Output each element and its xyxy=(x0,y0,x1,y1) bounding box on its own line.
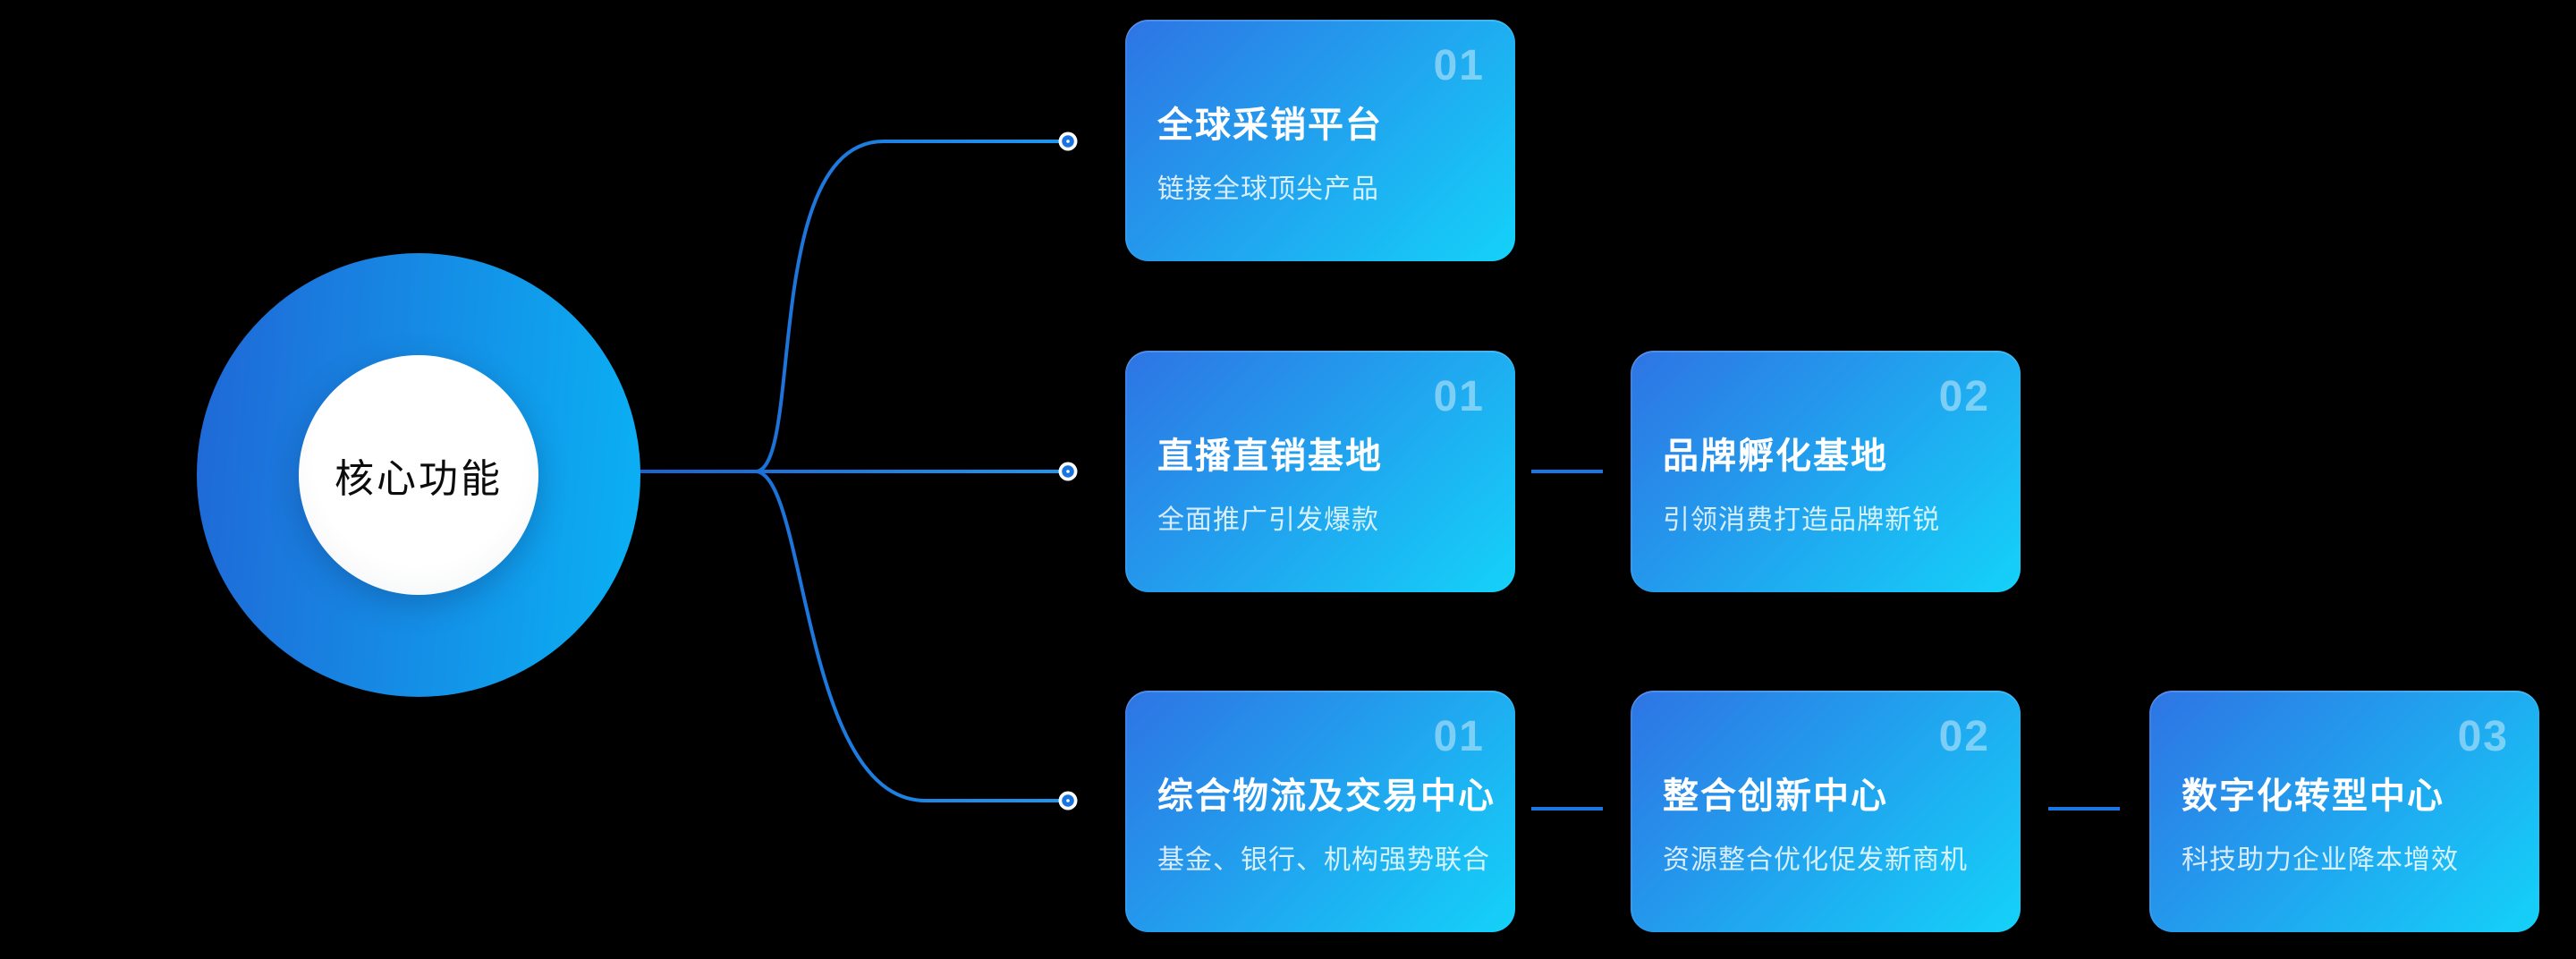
card-row3-col1: 01 综合物流及交易中心 基金、银行、机构强势联合 xyxy=(1125,691,1515,932)
card-number: 03 xyxy=(2457,713,2509,760)
card-row2-col1: 01 直播直销基地 全面推广引发爆款 xyxy=(1125,351,1515,592)
row2-node-dot xyxy=(1058,462,1078,481)
card-title: 品牌孵化基地 xyxy=(1663,437,1888,476)
card-row2-col2: 02 品牌孵化基地 引领消费打造品牌新锐 xyxy=(1631,351,2021,592)
card-number: 02 xyxy=(1938,373,1990,420)
card-row3-col3: 03 数字化转型中心 科技助力企业降本增效 xyxy=(2149,691,2539,932)
center-hub-label: 核心功能 xyxy=(335,457,503,501)
branch-curve-down xyxy=(755,470,1060,802)
card-subtitle: 资源整合优化促发新商机 xyxy=(1663,845,1968,875)
card-title: 综合物流及交易中心 xyxy=(1157,777,1496,816)
row1-node-dot xyxy=(1058,132,1078,151)
card-subtitle: 基金、银行、机构强势联合 xyxy=(1157,845,1490,875)
card-title: 整合创新中心 xyxy=(1663,777,1888,816)
card-subtitle: 引领消费打造品牌新锐 xyxy=(1663,505,1940,535)
card-number: 01 xyxy=(1433,373,1485,420)
card-title: 数字化转型中心 xyxy=(2182,777,2445,816)
card-title: 全球采销平台 xyxy=(1157,106,1383,145)
card-number: 02 xyxy=(1938,713,1990,760)
center-hub-core: 核心功能 xyxy=(299,355,538,595)
card-number: 01 xyxy=(1433,42,1485,89)
card-row3-col2: 02 整合创新中心 资源整合优化促发新商机 xyxy=(1631,691,2021,932)
card-subtitle: 链接全球顶尖产品 xyxy=(1157,174,1379,204)
card-number: 01 xyxy=(1433,713,1485,760)
card-subtitle: 科技助力企业降本增效 xyxy=(2182,845,2459,875)
row3-node-dot xyxy=(1058,791,1078,810)
card-row1-col1: 01 全球采销平台 链接全球顶尖产品 xyxy=(1125,20,1515,261)
card-title: 直播直销基地 xyxy=(1157,437,1383,476)
branch-curve-up xyxy=(755,140,1060,473)
card-subtitle: 全面推广引发爆款 xyxy=(1157,505,1379,535)
